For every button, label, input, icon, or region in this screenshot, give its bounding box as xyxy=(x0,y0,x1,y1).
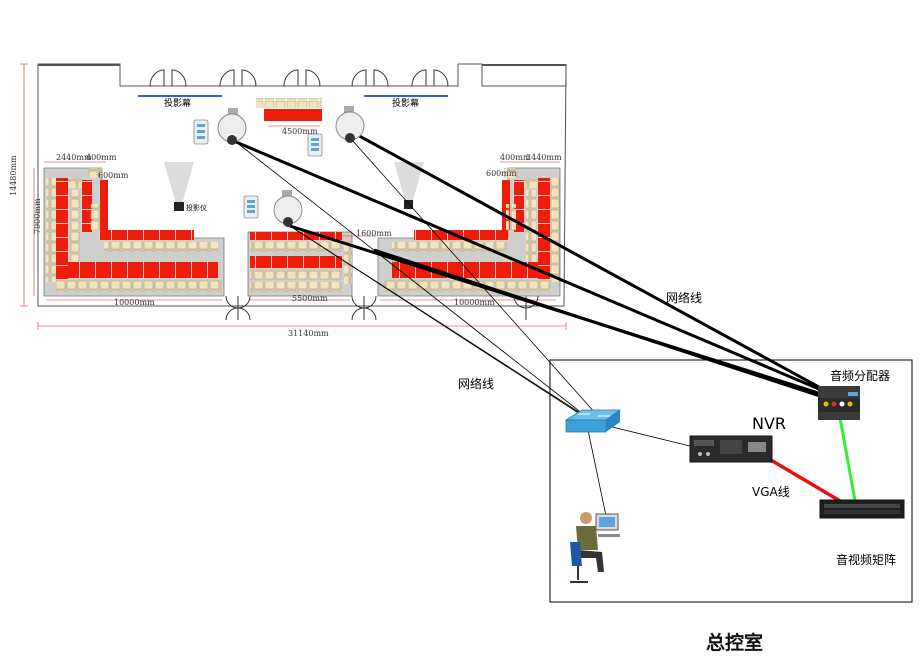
audio-cable xyxy=(838,417,858,507)
ptz-camera-icon xyxy=(335,106,365,143)
operator-workstation-icon xyxy=(570,512,620,583)
projector-label: 投影仪 xyxy=(186,203,207,212)
control-room-title: 总控室 xyxy=(706,632,764,654)
av-matrix-icon xyxy=(819,499,905,519)
overall-width-label: 31140mm xyxy=(288,329,329,338)
top-doors xyxy=(149,69,449,87)
dim-5500: 5500mm xyxy=(292,294,328,303)
dim-400-right: 400mm xyxy=(500,153,531,162)
dim-1600: 1600mm xyxy=(356,229,392,238)
audio-splitter-label: 音频分配器 xyxy=(830,368,890,383)
dim-600-right: 600mm xyxy=(486,169,517,178)
dim-10000-right: 10000mm xyxy=(454,298,495,307)
dim-4500: 4500mm xyxy=(282,127,318,136)
dim-2440-left: 2440mm xyxy=(56,153,92,162)
front-table xyxy=(264,109,322,121)
vga-cable xyxy=(763,454,853,510)
nvr-device-icon xyxy=(689,435,773,463)
floor-plan xyxy=(20,63,567,330)
network-cable-label: 网络线 xyxy=(458,376,494,391)
control-room-frame xyxy=(549,359,913,603)
network-cables-thin xyxy=(235,139,699,517)
dim-600-left: 600mm xyxy=(98,171,129,180)
av-matrix-label: 音视频矩阵 xyxy=(836,552,896,567)
screen-right-label: 投影幕 xyxy=(392,97,419,109)
ptz-camera-icon xyxy=(217,108,247,145)
dim-400-left: 400mm xyxy=(86,153,117,162)
network-cables-thick xyxy=(235,130,829,400)
screen-left-label: 投影幕 xyxy=(164,97,191,109)
projector-right xyxy=(394,162,424,209)
intercom-icon xyxy=(243,195,259,219)
network-cable-label: 网络线 xyxy=(666,290,702,305)
dim-10000-left: 10000mm xyxy=(114,298,155,307)
projector-left xyxy=(164,162,194,211)
intercom-icon xyxy=(307,133,323,157)
audio-splitter-icon xyxy=(818,386,860,420)
room-outline xyxy=(37,63,567,307)
front-seats xyxy=(256,98,322,108)
intercom-icon xyxy=(193,119,209,145)
dim-2440-right: 2440mm xyxy=(526,153,562,162)
overall-height-label: 14480mm xyxy=(9,155,18,196)
nvr-label: NVR xyxy=(752,414,786,433)
ptz-camera-icon xyxy=(273,190,303,227)
network-switch-icon xyxy=(564,409,622,433)
dim-7900: 7900mm xyxy=(33,198,42,234)
vga-cable-label: VGA线 xyxy=(752,485,790,499)
